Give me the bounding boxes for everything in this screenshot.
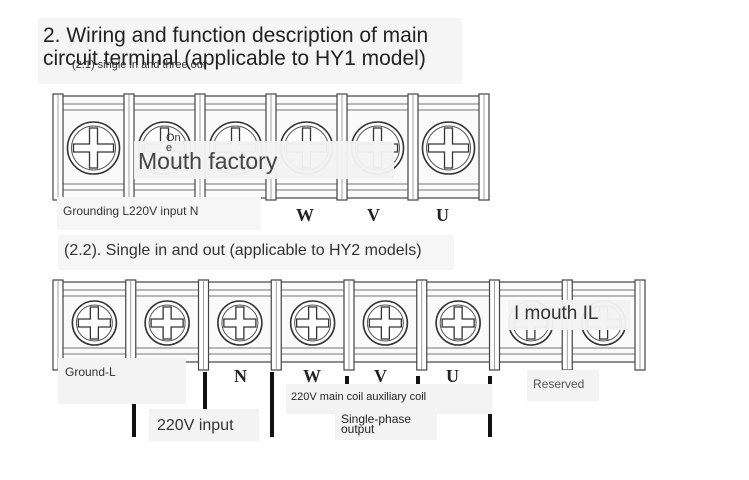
section2-output-label: Single-phase output [341, 412, 412, 436]
section1-bottom-box: Grounding L220V input N [57, 197, 261, 230]
section2-input-label: 220V input [157, 417, 234, 434]
section1-bottom-label: Grounding L220V input N [63, 204, 199, 218]
section1-letter-w: W [296, 205, 314, 225]
screw-inner-ring [221, 304, 259, 342]
section2-subtitle: (2.2). Single in and out (applicable to … [64, 242, 422, 259]
screw-cross-slot [72, 127, 115, 169]
section2-reserved-box: Reserved [527, 370, 599, 401]
screw-inner-ring [294, 304, 332, 342]
page-title: 2. Wiring and function description of ma… [38, 18, 462, 84]
section2-coil-label: 220V main coil auxiliary coil [291, 391, 427, 403]
title-line-2: circuit terminal (applicable to HY1 mode… [43, 47, 426, 70]
section2-coil-box: 220V main coil auxiliary coil [286, 384, 492, 414]
section1-letter-v: V [367, 205, 380, 225]
section2-letter-u: U [446, 366, 459, 386]
section2-input-box: 220V input [149, 409, 259, 441]
section1-overlay-box: Mouth factory [134, 141, 394, 179]
screw-cross-slot [295, 306, 330, 340]
section2-reserved-label: Reserved [533, 377, 585, 391]
screw-cross-slot [223, 306, 257, 340]
section1-subtitle: (2.1) single in and three out [72, 59, 206, 71]
screw-inner-ring [426, 125, 471, 171]
screw-cross-slot [368, 306, 403, 340]
section2-overlay-box: I mouth IL [508, 300, 630, 330]
title-line-1: 2. Wiring and function description of ma… [43, 24, 429, 47]
screw-cross-slot [427, 127, 470, 169]
screw-cross-slot [77, 306, 112, 340]
screw-inner-ring [75, 304, 113, 342]
section1-letter-u: U [436, 205, 449, 225]
section2-ground-label: Ground-L [65, 365, 116, 379]
screw-inner-ring [366, 304, 404, 342]
screw-inner-ring [148, 304, 186, 342]
section1-one-label: On e [166, 132, 181, 154]
screw-inner-ring [439, 304, 477, 342]
section2-overlay-label: I mouth IL [514, 303, 599, 324]
section2-subtitle-box: (2.2). Single in and out (applicable to … [58, 235, 454, 270]
section1-overlay-label: Mouth factory [138, 148, 278, 174]
section2-ground-box: Ground-L [58, 358, 186, 404]
screw-cross-slot [150, 306, 184, 340]
screw-inner-ring [71, 125, 116, 171]
section2-letter-n: N [234, 366, 247, 386]
section2-letter-w: W [303, 366, 321, 386]
section2-output-box: Single-phase output [335, 410, 437, 440]
section2-letter-v: V [374, 366, 387, 386]
screw-cross-slot [441, 306, 475, 340]
